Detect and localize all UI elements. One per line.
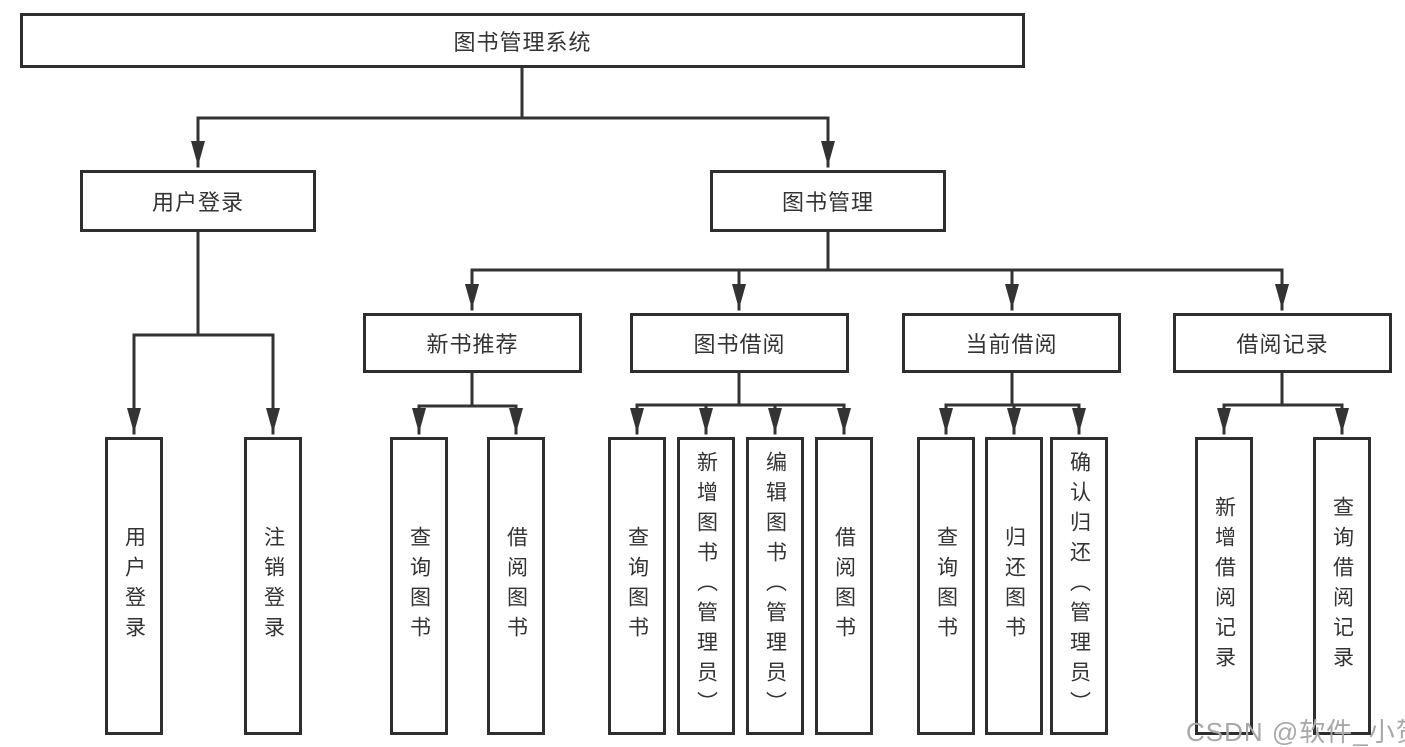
node-label: 用户登录 xyxy=(122,526,146,646)
node-label: 当前借阅 xyxy=(965,332,1058,357)
node-system-root: 图书管理系统 xyxy=(20,13,1025,68)
node-label: 新增借阅记录 xyxy=(1212,496,1236,676)
node-label: 新书推荐 xyxy=(426,332,519,357)
leaf-query-book-3: 查询图书 xyxy=(917,437,975,735)
node-label: 查询借阅记录 xyxy=(1330,496,1354,676)
leaf-edit-book-admin: 编辑图书（管理员） xyxy=(746,437,804,735)
node-book-management: 图书管理 xyxy=(710,170,946,232)
leaf-add-borrow-record: 新增借阅记录 xyxy=(1195,437,1253,735)
leaf-query-book-2: 查询图书 xyxy=(608,437,666,735)
leaf-logout: 注销登录 xyxy=(244,437,302,735)
node-new-book-recommend: 新书推荐 xyxy=(363,313,582,373)
leaf-query-book-1: 查询图书 xyxy=(390,437,448,735)
node-book-borrow: 图书借阅 xyxy=(630,313,849,373)
node-label: 用户登录 xyxy=(151,190,244,215)
node-label: 图书借阅 xyxy=(693,332,786,357)
node-label: 新增图书（管理员） xyxy=(694,451,718,721)
node-label: 归还图书 xyxy=(1002,526,1026,646)
leaf-borrow-book-2: 借阅图书 xyxy=(815,437,873,735)
node-label: 借阅图书 xyxy=(832,526,856,646)
node-user-login: 用户登录 xyxy=(80,170,316,232)
leaf-confirm-return-admin: 确认归还（管理员） xyxy=(1050,437,1108,735)
node-label: 图书管理系统 xyxy=(453,29,592,55)
leaf-user-login: 用户登录 xyxy=(105,437,163,735)
node-current-borrow: 当前借阅 xyxy=(902,313,1121,373)
node-label: 确认归还（管理员） xyxy=(1067,451,1091,721)
node-label: 借阅记录 xyxy=(1236,332,1329,357)
node-label: 查询图书 xyxy=(625,526,649,646)
leaf-borrow-book-1: 借阅图书 xyxy=(487,437,545,735)
node-label: 查询图书 xyxy=(407,526,431,646)
leaf-query-borrow-record: 查询借阅记录 xyxy=(1313,437,1371,735)
csdn-watermark: CSDN @软件_小贺同学 xyxy=(1186,717,1405,747)
node-label: 编辑图书（管理员） xyxy=(763,451,787,721)
node-borrow-records: 借阅记录 xyxy=(1173,313,1392,373)
leaf-return-book: 归还图书 xyxy=(985,437,1043,735)
node-label: 借阅图书 xyxy=(504,526,528,646)
node-label: 图书管理 xyxy=(781,190,874,215)
leaf-add-book-admin: 新增图书（管理员） xyxy=(677,437,735,735)
node-label: 查询图书 xyxy=(934,526,958,646)
node-label: 注销登录 xyxy=(261,526,285,646)
